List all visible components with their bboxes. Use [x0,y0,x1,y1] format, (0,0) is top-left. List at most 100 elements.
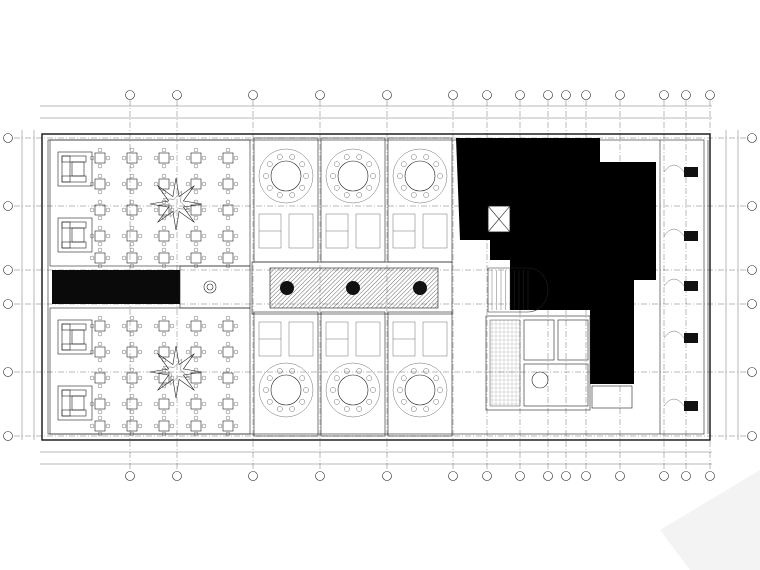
axis-bubble-top [248,90,258,100]
dining-table [153,147,175,169]
dining-table [89,393,111,415]
dining-table [121,225,143,247]
private-room [387,137,453,263]
dining-table [185,393,207,415]
dining-table [89,367,111,389]
private-room [253,311,319,437]
dining-table [153,315,175,337]
dining-table [153,367,175,389]
dining-table [217,315,239,337]
axis-bubble-bottom [543,471,553,481]
axis-bubble-bottom [681,471,691,481]
dining-table [121,173,143,195]
axis-bubble-bottom [581,471,591,481]
dining-table [185,247,207,269]
sofa-set [57,217,93,253]
facade-arch [663,278,685,287]
entrance-corridor [52,270,180,304]
dining-table [89,147,111,169]
facade-column [684,231,698,241]
axis-bubble-top [448,90,458,100]
axis-bubble-bottom [482,471,492,481]
axis-bubble-top [125,90,135,100]
dimension-lines [21,105,739,465]
axis-bubble-top [681,90,691,100]
axis-bubble-right [747,265,757,275]
axis-bubble-bottom [172,471,182,481]
star-ornament [149,345,203,399]
service-toilet-block [485,315,633,411]
axis-bubble-top [315,90,325,100]
private-room [253,137,319,263]
axis-bubble-right [747,133,757,143]
dining-table [153,341,175,363]
dining-table [153,415,175,437]
dining-table [121,341,143,363]
axis-bubble-top [705,90,715,100]
dining-table [217,415,239,437]
dining-table [89,315,111,337]
watermark-logo [660,470,760,570]
dining-table [153,247,175,269]
axis-bubble-bottom [615,471,625,481]
dining-table [217,173,239,195]
axis-bubble-left [3,265,13,275]
facade-arch [663,228,685,237]
dining-table [153,173,175,195]
dining-table [89,173,111,195]
axis-bubble-top [543,90,553,100]
facade-arch [663,330,685,339]
dining-table [217,199,239,221]
central-hall [251,261,453,315]
axis-bubble-bottom [515,471,525,481]
dining-table [153,225,175,247]
sofa-set [57,319,93,355]
axis-bubble-bottom [125,471,135,481]
left-dining-halls [49,139,251,435]
private-room [320,311,386,437]
axis-bubble-top [581,90,591,100]
axis-bubble-bottom [659,471,669,481]
dining-table [217,147,239,169]
dining-table [217,247,239,269]
axis-bubble-right [747,431,757,441]
private-room [387,311,453,437]
facade-column [684,281,698,291]
axis-bubble-left [3,133,13,143]
private-dining-rooms [253,137,453,437]
axis-bubble-bottom [705,471,715,481]
axis-bubble-right [747,299,757,309]
dining-table [121,199,143,221]
axis-bubble-top [382,90,392,100]
axis-bubble-top [172,90,182,100]
facade-column [684,333,698,343]
dining-table [89,341,111,363]
dining-table [217,367,239,389]
axis-bubble-bottom [382,471,392,481]
sofa-groups [57,151,93,421]
dining-table [185,173,207,195]
axis-bubble-bottom [448,471,458,481]
axis-bubble-bottom [248,471,258,481]
axis-bubble-right [747,367,757,377]
right-facade-columns [659,140,709,434]
dining-table [185,147,207,169]
star-ornament [149,177,203,231]
axis-bubble-top [482,90,492,100]
facade-column [684,167,698,177]
axis-bubble-left [3,367,13,377]
kitchen-area [456,138,656,384]
staircase [487,267,549,313]
dining-table [89,247,111,269]
sofa-set [57,151,93,187]
dining-table [121,393,143,415]
dining-table [89,415,111,437]
dining-table [185,315,207,337]
axis-bubble-left [3,431,13,441]
sofa-set [57,385,93,421]
dining-table [121,367,143,389]
facade-arch [663,398,685,407]
dining-table [121,415,143,437]
table-clusters [89,147,239,437]
